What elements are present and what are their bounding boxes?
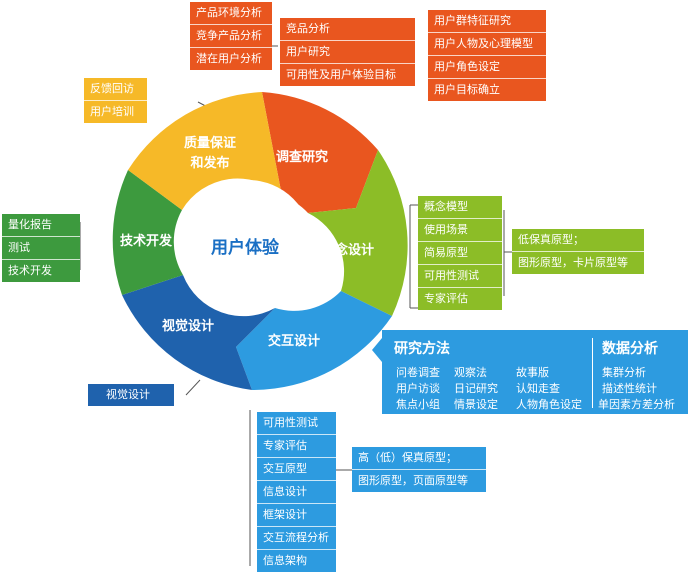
segment-concept xyxy=(308,150,408,316)
method-item: 观察法 xyxy=(454,366,487,379)
visual-box: 视觉设计 xyxy=(88,384,174,406)
lofi-box: 低保真原型； 图形原型，卡片原型等 xyxy=(512,229,644,274)
segment-visual xyxy=(122,275,275,390)
hifi-item: 高（低）保真原型； xyxy=(352,447,486,470)
market-item: 潜在用户分析 xyxy=(196,52,262,65)
segment-research xyxy=(262,92,378,213)
segment-label-quality-line2: 和发布 xyxy=(190,156,230,171)
method-item: 焦点小组 xyxy=(396,398,440,411)
data-analysis-title: 数据分析 xyxy=(602,341,658,357)
interaction-item: 框架设计 xyxy=(257,504,336,527)
methods-panel xyxy=(382,330,688,414)
segment-tech xyxy=(112,170,183,295)
research-box: 竞品分析 用户研究 可用性及用户体验目标 xyxy=(280,18,415,86)
concept-item: 可用性测试 xyxy=(418,265,502,288)
segment-label-interaction: 交互设计 xyxy=(268,334,321,349)
market-analysis-box: 产品环境分析 竞争产品分析 潜在用户分析 xyxy=(190,2,272,70)
research-methods-title: 研究方法 xyxy=(394,341,450,357)
interaction-item: 专家评估 xyxy=(257,435,336,458)
segment-interaction xyxy=(236,291,392,391)
hifi-item: 图形原型，页面原型等 xyxy=(358,474,468,487)
persona-item: 用户人物及心理模型 xyxy=(428,33,546,56)
persona-item: 用户目标确立 xyxy=(434,83,500,96)
concept-box: 概念模型 使用场景 简易原型 可用性测试 专家评估 xyxy=(418,196,502,310)
interaction-box: 可用性测试 专家评估 交互原型 信息设计 框架设计 交互流程分析 信息架构 xyxy=(257,412,336,572)
segment-label-tech: 技术开发 xyxy=(120,234,173,249)
interaction-item: 交互流程分析 xyxy=(257,527,336,550)
methods-divider xyxy=(592,338,593,408)
market-item: 产品环境分析 xyxy=(190,2,272,25)
segment-quality xyxy=(128,92,282,210)
interaction-item: 信息架构 xyxy=(263,554,307,567)
segment-label-visual: 视觉设计 xyxy=(162,319,215,334)
interaction-item: 信息设计 xyxy=(257,481,336,504)
method-item: 人物角色设定 xyxy=(516,398,582,411)
concept-item: 专家评估 xyxy=(424,292,468,305)
market-item: 竞争产品分析 xyxy=(190,25,272,48)
persona-item: 用户群特征研究 xyxy=(428,10,546,33)
concept-item: 使用场景 xyxy=(418,219,502,242)
method-item: 日记研究 xyxy=(454,382,498,395)
method-item: 认知走查 xyxy=(516,382,560,395)
research-item: 可用性及用户体验目标 xyxy=(286,68,396,81)
visual-item: 视觉设计 xyxy=(106,388,150,401)
persona-box: 用户群特征研究 用户人物及心理模型 用户角色设定 用户目标确立 xyxy=(428,10,546,101)
method-item: 故事版 xyxy=(516,366,549,379)
feedback-item: 反馈回访 xyxy=(84,78,147,101)
segment-label-quality-line1: 质量保证 xyxy=(184,136,237,151)
feedback-item: 用户培训 xyxy=(90,105,134,118)
interaction-item: 交互原型 xyxy=(257,458,336,481)
center-label: 用户体验 xyxy=(211,238,279,258)
analysis-item: 集群分析 xyxy=(602,366,646,379)
method-item: 用户访谈 xyxy=(396,382,440,395)
analysis-item: 单因素方差分析 xyxy=(598,398,675,411)
interaction-item: 可用性测试 xyxy=(257,412,336,435)
tech-item: 技术开发 xyxy=(8,264,52,277)
method-item: 问卷调查 xyxy=(396,366,440,379)
tech-item: 量化报告 xyxy=(2,214,80,237)
lofi-item: 低保真原型； xyxy=(512,229,644,252)
concept-item: 简易原型 xyxy=(418,242,502,265)
research-item: 竞品分析 xyxy=(280,18,415,41)
method-item: 情景设定 xyxy=(454,398,498,411)
feedback-box: 反馈回访 用户培训 xyxy=(84,78,147,123)
persona-item: 用户角色设定 xyxy=(428,56,546,79)
segment-label-research: 调查研究 xyxy=(276,150,329,165)
segment-label-quality: 质量保证 和发布 xyxy=(184,134,236,174)
analysis-item: 描述性统计 xyxy=(602,382,657,395)
segment-label-concept: 概念设计 xyxy=(322,243,375,258)
center-circle xyxy=(184,180,312,308)
tech-item: 测试 xyxy=(2,237,80,260)
lofi-item: 图形原型，卡片原型等 xyxy=(518,256,628,269)
tech-box: 量化报告 测试 技术开发 xyxy=(2,214,80,282)
hifi-box: 高（低）保真原型； 图形原型，页面原型等 xyxy=(352,447,486,492)
concept-item: 概念模型 xyxy=(418,196,502,219)
research-item: 用户研究 xyxy=(280,41,415,64)
